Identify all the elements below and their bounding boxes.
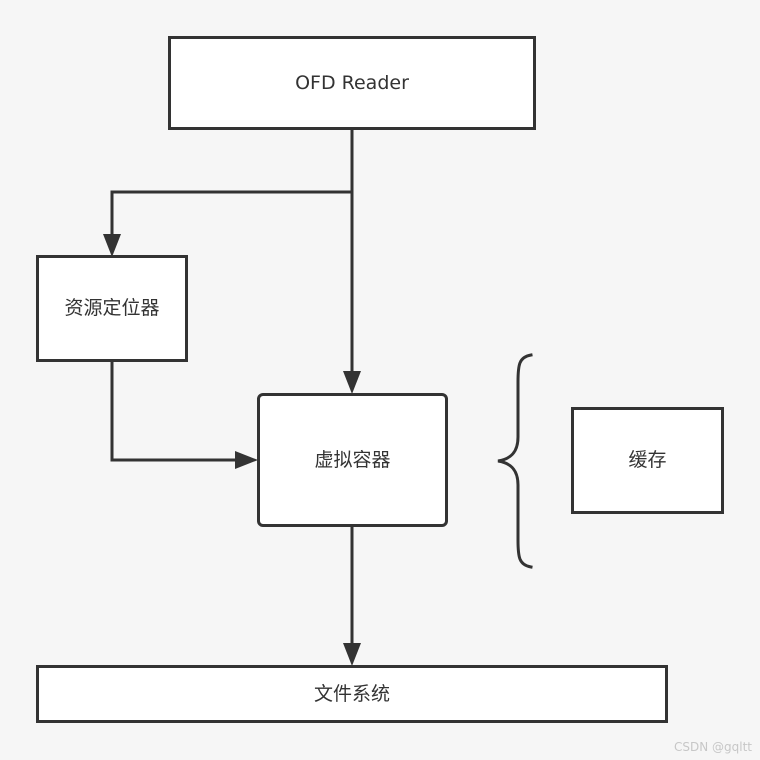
file-system-label: 文件系统: [313, 682, 390, 705]
edge-resource-locator-to-virtual-container: [110, 360, 238, 462]
cache-box: 缓存: [571, 407, 724, 514]
virtual-container-box: 虚拟容器: [257, 393, 448, 527]
file-system-box: 文件系统: [36, 665, 668, 723]
watermark-text: CSDN @gqltt: [673, 740, 752, 754]
arrowhead-to-resource-locator: [103, 234, 121, 257]
edge-ofd-reader-to-resource-locator: [110, 190, 354, 236]
resource-locator-box: 资源定位器: [36, 255, 188, 362]
ofd-reader-label: OFD Reader: [295, 71, 409, 94]
resource-locator-label: 资源定位器: [64, 297, 160, 319]
cache-brace: [497, 353, 533, 569]
cache-label: 缓存: [628, 449, 667, 471]
virtual-container-label: 虚拟容器: [314, 448, 391, 471]
arrowhead-to-virtual-container-top: [343, 371, 361, 394]
arrowhead-to-file-system: [343, 643, 361, 666]
arrowhead-to-virtual-container-left: [235, 451, 258, 469]
ofd-reader-box: OFD Reader: [168, 36, 536, 130]
